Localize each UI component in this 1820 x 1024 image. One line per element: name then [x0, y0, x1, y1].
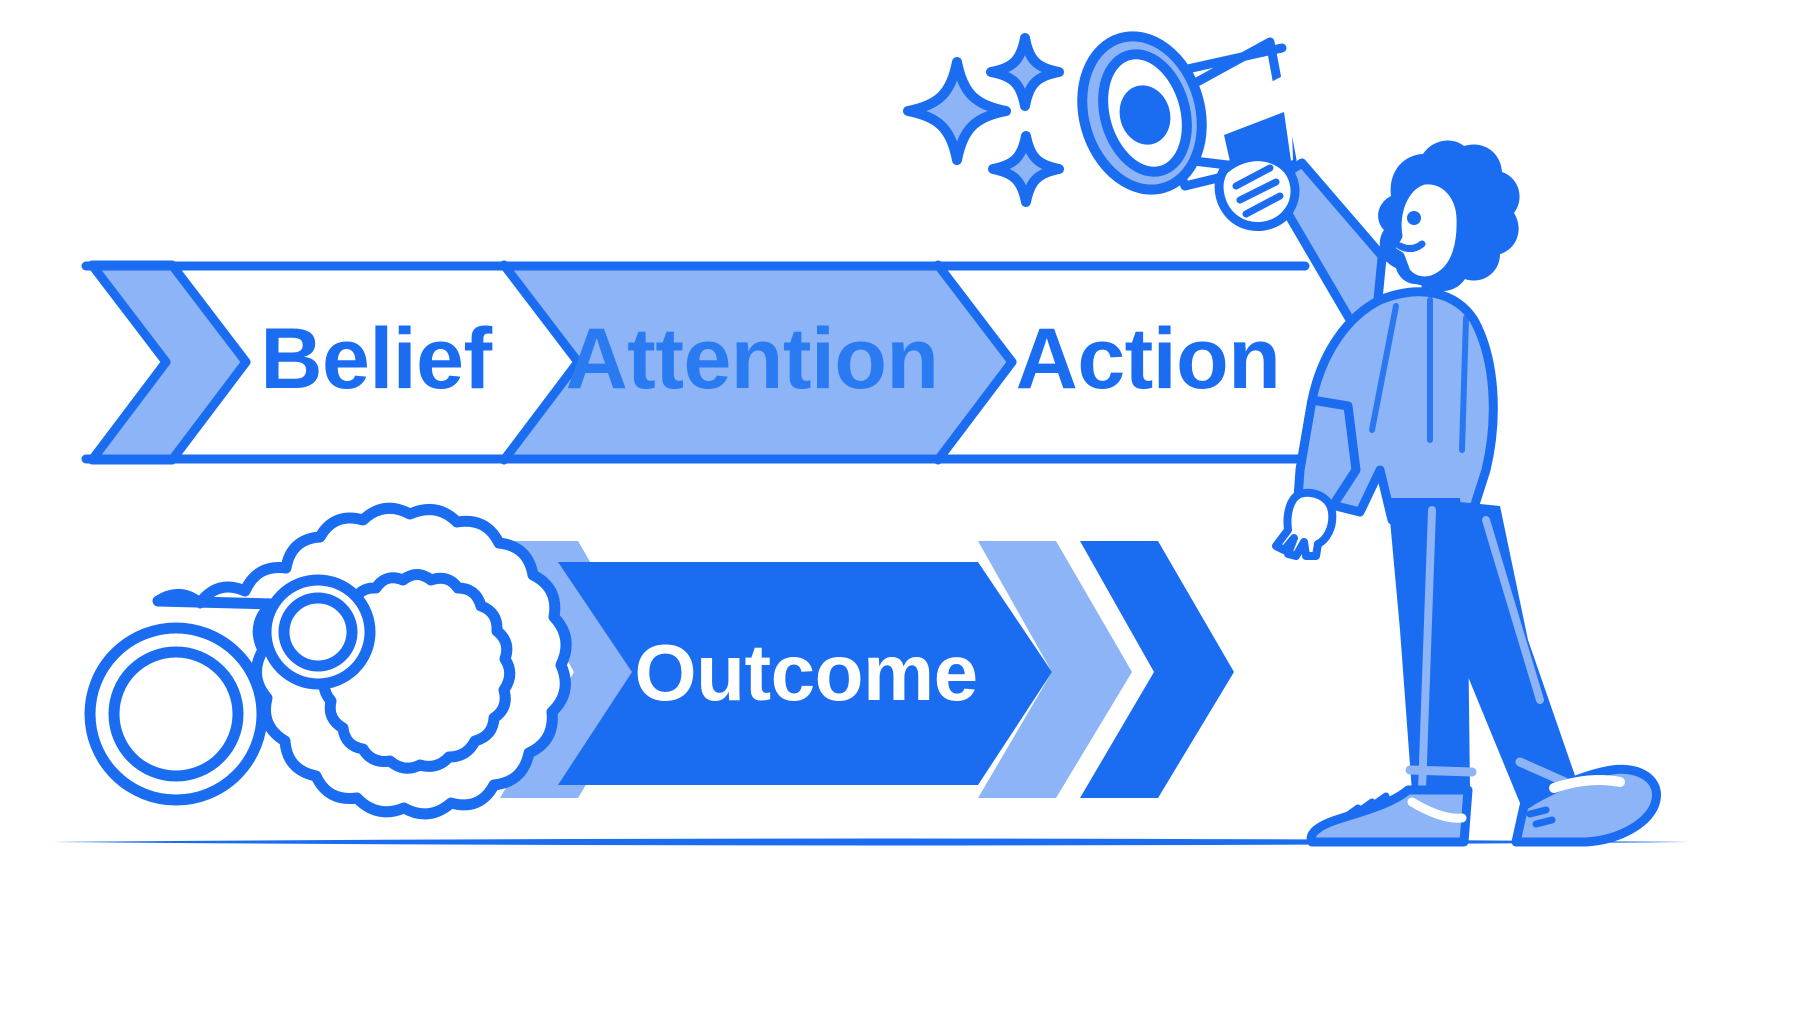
sparkle-bottom-icon	[988, 131, 1064, 207]
person-hand-down	[1272, 488, 1337, 560]
top-banner-frame	[81, 261, 1310, 464]
sparkles-icon	[903, 33, 1064, 207]
sparkle-large-icon	[903, 57, 1011, 165]
person-leg-front	[1440, 500, 1580, 808]
gears-icon	[84, 502, 572, 820]
label-belief: Belief	[260, 311, 492, 407]
top-chevron-divider-1	[499, 260, 583, 465]
banner-labels: Belief Attention Action Outcome	[260, 311, 1280, 717]
person-shoe-front	[1511, 764, 1661, 847]
process-banner-top	[81, 260, 1310, 465]
person-face	[1385, 175, 1466, 286]
person-illustration	[1214, 140, 1661, 847]
megaphone-icon	[1077, 31, 1297, 195]
bottom-tail-solid-chevron[interactable]	[1080, 541, 1234, 798]
label-outcome: Outcome	[634, 628, 977, 717]
sparkle-top-icon	[986, 33, 1064, 111]
bottom-outcome-body[interactable]	[558, 562, 1052, 785]
label-attention: Attention	[566, 311, 939, 407]
ground-line	[52, 838, 1690, 846]
person-shoe-back	[1306, 785, 1473, 847]
person-mouth	[1396, 240, 1426, 253]
bottom-tail-light-chevron[interactable]	[978, 541, 1132, 798]
megaphone-center-dot	[1119, 85, 1171, 145]
gear-small-icon	[260, 569, 516, 774]
label-action: Action	[1016, 311, 1281, 407]
person-eye	[1407, 211, 1421, 225]
top-chevron-divider-2	[933, 260, 1017, 465]
top-segment-attention-shape[interactable]	[504, 263, 1012, 462]
